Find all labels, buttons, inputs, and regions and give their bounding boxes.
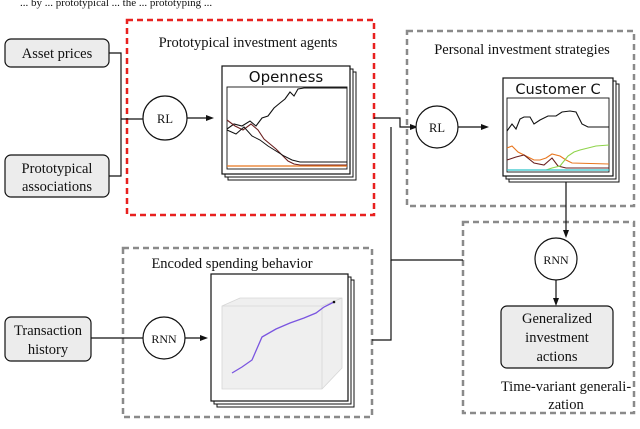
asset-prices-box: Asset prices: [4, 38, 110, 68]
input-connectors: [109, 52, 143, 177]
spending-embedding-plot: [210, 273, 355, 408]
arrowhead-rl-to-openness: [206, 115, 214, 121]
arrowhead-rnn-to-embedding: [200, 335, 208, 341]
rl-node-right: RL: [415, 105, 459, 149]
openness-title: Openness: [249, 68, 324, 86]
encoded-spending-title: Encoded spending behavior: [151, 256, 312, 272]
rnn-node-left: RNN: [142, 316, 186, 360]
caption-fragment: ... by ... prototypical ... the ... prot…: [20, 0, 212, 9]
rnn-node-right-label: RNN: [543, 253, 569, 267]
generalized-actions-box: Generalized investment actions: [500, 305, 614, 369]
arrowhead-openness-to-rl: [410, 124, 418, 130]
personal-strategies-title: Personal investment strategies: [434, 42, 610, 58]
rl-node-right-label: RL: [429, 121, 445, 135]
customer-plot: Customer C: [502, 77, 620, 183]
prototypical-associations-label-1: Prototypical: [22, 161, 93, 177]
openness-line-brown: [226, 119, 347, 166]
rl-node-left-label: RL: [157, 112, 173, 126]
openness-line-black: [226, 87, 347, 130]
prototypical-agents-title: Prototypical investment agents: [159, 35, 338, 51]
time-variant-frame: [461, 220, 636, 415]
time-variant-label-1: Time-variant generali-: [501, 379, 631, 395]
arrowhead-customer-to-rnn: [563, 230, 569, 238]
generalized-actions-label-2: investment: [525, 330, 589, 346]
arrowhead-rl-to-customer: [481, 124, 489, 130]
transaction-history-box: Transaction history: [4, 316, 92, 362]
embedding-trajectory: [231, 301, 335, 374]
customer-line-orange: [506, 145, 610, 165]
customer-title: Customer C: [515, 82, 600, 98]
openness-plot: Openness: [221, 65, 357, 181]
asset-prices-label: Asset prices: [22, 46, 93, 62]
rl-node-left: RL: [142, 95, 188, 141]
personal-strategies-frame: [405, 29, 636, 208]
embedding-axes-box: [221, 297, 343, 390]
time-variant-label-2: zation: [548, 397, 584, 413]
arrowhead-rnn-to-actions: [553, 298, 559, 306]
rnn-node-right: RNN: [534, 237, 578, 281]
connector-from-spending: [372, 260, 392, 341]
generalized-actions-label-3: actions: [536, 349, 577, 365]
transaction-history-label-1: Transaction: [14, 323, 83, 339]
prototypical-associations-label-2: associations: [22, 179, 92, 195]
encoded-spending-frame: [121, 246, 374, 419]
openness-line-dark: [226, 126, 347, 163]
transaction-history-label-2: history: [28, 342, 69, 358]
arrow-openness-to-rl: [374, 117, 412, 128]
customer-line-brown: [506, 154, 609, 169]
prototypical-associations-box: Prototypical associations: [4, 154, 110, 198]
customer-line-black: [506, 110, 609, 132]
generalized-actions-label-1: Generalized: [522, 311, 593, 327]
customer-line-green: [507, 144, 610, 171]
connector-to-time-variant: [390, 127, 463, 261]
rnn-node-left-label: RNN: [151, 332, 177, 346]
